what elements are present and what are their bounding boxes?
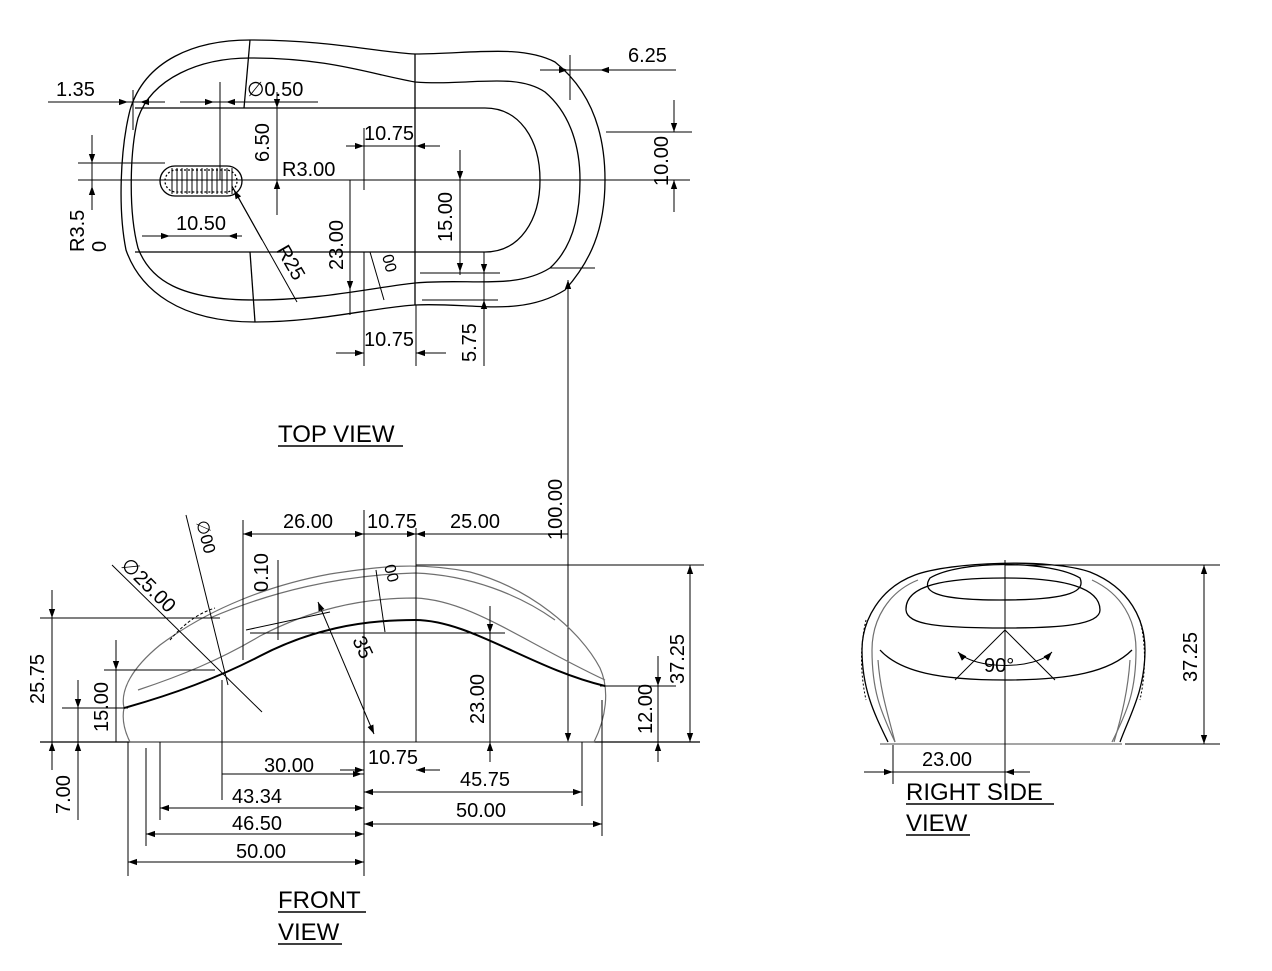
scroll-wheel-top — [159, 165, 243, 197]
dim-45-75: 45.75 — [460, 769, 510, 791]
dim-30-00: 30.00 — [264, 755, 314, 777]
dim-angle-90: 90° — [984, 655, 1014, 677]
dim-dia-0-50: ∅0.50 — [247, 79, 303, 101]
front-view-title-2: VIEW — [278, 919, 340, 946]
dim-35: 35 — [347, 633, 376, 662]
dim-26-00: 26.00 — [283, 511, 333, 533]
dim-43-34: 43.34 — [232, 786, 282, 808]
dim-37-25-front: 37.25 — [667, 634, 689, 684]
dim-6-25: 6.25 — [628, 45, 667, 67]
dim-r25: R25 — [272, 242, 309, 285]
dim-15-00: 15.00 — [435, 192, 457, 242]
dim-10-75-top: 10.75 — [364, 123, 414, 145]
dim-50-00-right: 50.00 — [456, 800, 506, 822]
front-view: 26.00 10.75 25.00 ∅25.00 ∅00 0.10 00 35 … — [27, 510, 704, 946]
dim-46-50: 46.50 — [232, 813, 282, 835]
right-view-title-2: VIEW — [906, 810, 968, 837]
dim-dia-00: ∅00 — [192, 518, 219, 555]
dim-dia-25-00: ∅25.00 — [116, 554, 179, 617]
dim-25-00: 25.00 — [450, 511, 500, 533]
dim-r3-5: R3.5 — [67, 210, 89, 252]
dim-25-75: 25.75 — [27, 654, 49, 704]
dim-0-10: 0.10 — [251, 553, 273, 592]
front-view-title-1: FRONT — [278, 887, 361, 914]
dim-10-75-bottom: 10.75 — [364, 329, 414, 351]
dim-10-50: 10.50 — [176, 213, 226, 235]
dim-23-00-front: 23.00 — [467, 674, 489, 724]
dim-12-00: 12.00 — [635, 684, 657, 734]
dim-23-00-side: 23.00 — [922, 749, 972, 771]
dim-100-link: 100.00 — [545, 267, 595, 742]
dim-15-00-front: 15.00 — [91, 682, 113, 732]
right-side-view: 90° 23.00 37.25 RIGHT SIDE VIEW — [861, 560, 1220, 837]
dim-37-25-side: 37.25 — [1180, 632, 1202, 682]
mouse-outline-top — [120, 39, 606, 323]
dim-10-75-b: 10.75 — [368, 747, 418, 769]
mouse-outline-side — [861, 562, 1146, 743]
dim-50-00-left: 50.00 — [236, 841, 286, 863]
dim-23-00-top: 23.00 — [326, 220, 348, 270]
mouse-inner-top — [130, 57, 581, 301]
dim-1-35: 1.35 — [56, 79, 95, 101]
top-view-title: TOP VIEW — [278, 421, 395, 448]
dim-5-75: 5.75 — [459, 323, 481, 362]
mouse-outline-front — [122, 565, 607, 743]
dim-10-75-a: 10.75 — [367, 511, 417, 533]
dim-10-00: 10.00 — [651, 136, 673, 186]
top-view: 1.35 ∅0.50 6.25 6.50 10.75 R3.00 10.00 — [48, 39, 692, 448]
right-view-title-1: RIGHT SIDE — [906, 779, 1043, 806]
dim-6-50: 6.50 — [252, 123, 274, 162]
dim-r3-00: R3.00 — [282, 159, 335, 181]
dim-00-front: 00 — [380, 563, 401, 585]
dim-7-00: 7.00 — [53, 775, 75, 814]
dim-100-00: 100.00 — [545, 479, 567, 540]
dim-00-top: 00 — [378, 253, 399, 275]
dim-zero: 0 — [89, 241, 111, 252]
